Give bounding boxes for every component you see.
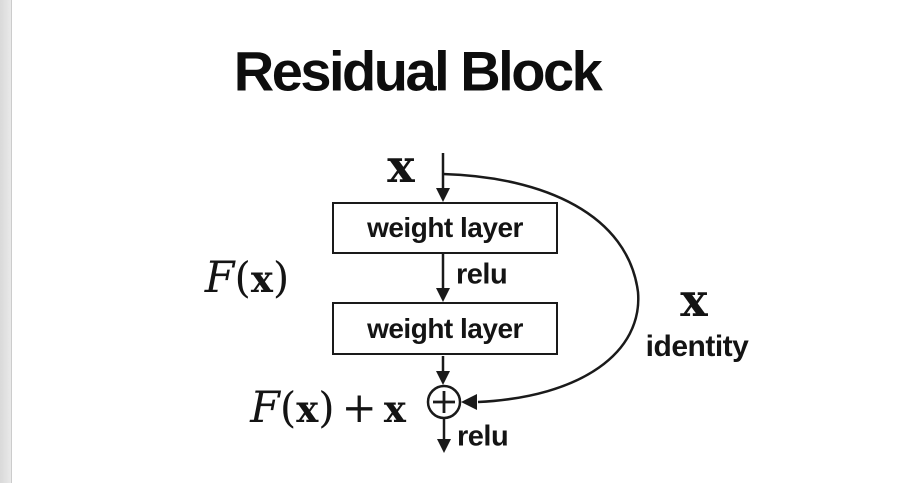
arrow-down-3-icon xyxy=(436,371,450,385)
weight-layer-1-label: weight layer xyxy=(367,212,523,243)
skip-x-label: x xyxy=(680,273,708,327)
weight-layer-1-box: weight layer xyxy=(332,202,558,254)
script-f: F xyxy=(250,383,280,433)
arrow-down-4-icon xyxy=(437,439,451,453)
paren-open: ( xyxy=(279,383,297,432)
page-edge-strip xyxy=(0,0,12,483)
paren-open: ( xyxy=(234,253,251,302)
slide-title: Residual Block xyxy=(233,39,603,103)
arrow-down-2-icon xyxy=(436,288,450,302)
paren-close: ) xyxy=(272,253,290,302)
script-f: F xyxy=(204,253,235,303)
plus-icon xyxy=(433,391,455,413)
bold-x: x xyxy=(296,387,319,431)
bold-x: x xyxy=(250,257,273,301)
input-x-label: x xyxy=(387,139,415,193)
relu-mid-label: relu xyxy=(456,258,508,291)
f-of-x-label: F(x) xyxy=(205,253,290,303)
arrow-down-1-icon xyxy=(436,188,450,202)
relu-out-label: relu xyxy=(457,420,509,453)
bold-x-2: x xyxy=(383,387,406,431)
output-f-of-x-plus-x-label: F(x)+x xyxy=(250,383,406,433)
paren-close: ) xyxy=(318,383,335,432)
arrow-left-skip-icon xyxy=(461,394,477,410)
identity-label: identity xyxy=(645,330,749,363)
skip-connection-curve xyxy=(442,172,640,404)
weight-layer-2-box: weight layer xyxy=(332,302,558,355)
plus-sign: + xyxy=(341,383,377,432)
weight-layer-2-label: weight layer xyxy=(367,312,523,344)
